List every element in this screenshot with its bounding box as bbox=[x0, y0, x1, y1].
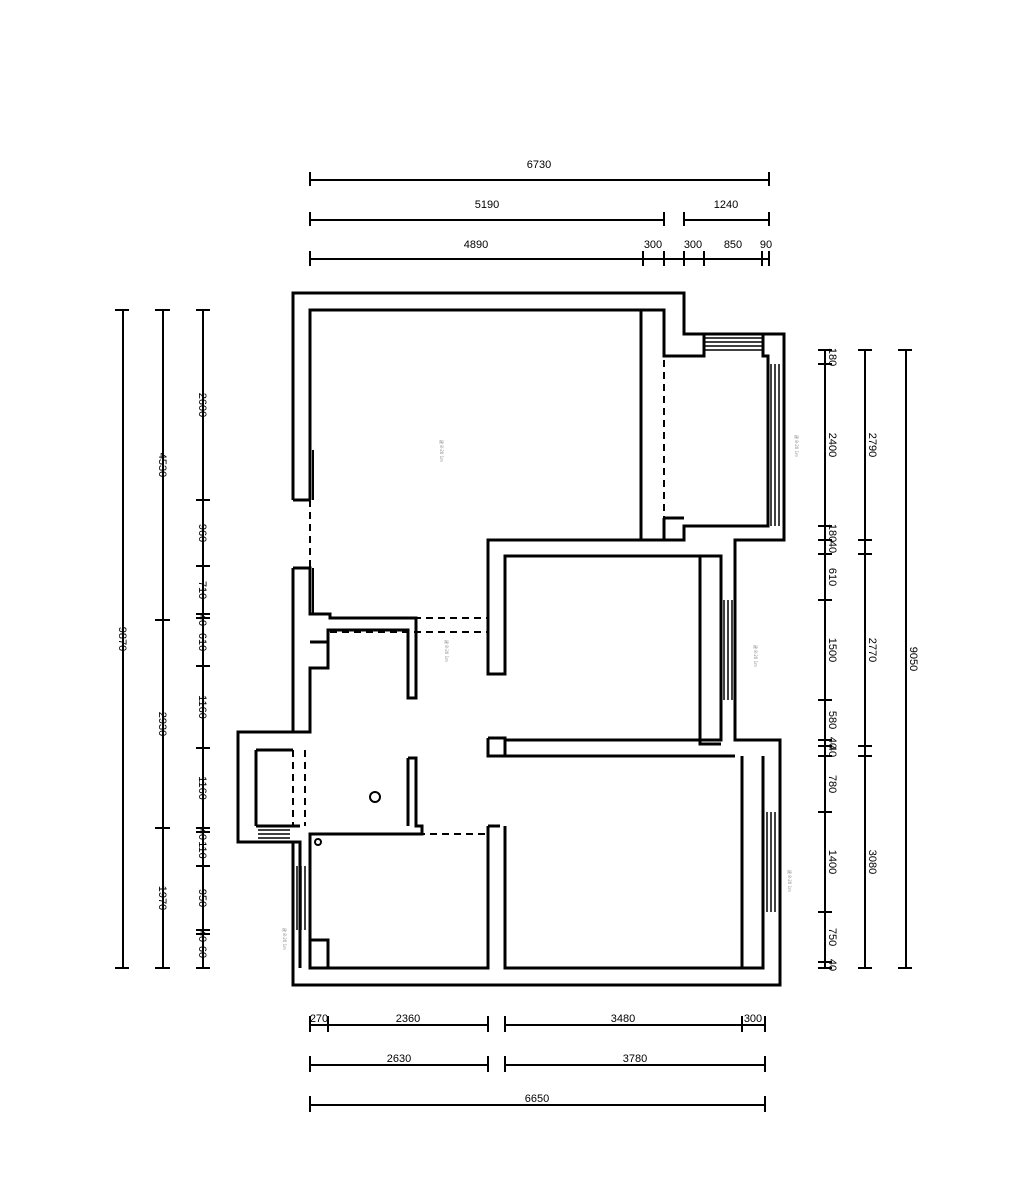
dim-left-total: 9870 bbox=[116, 627, 128, 651]
openings bbox=[292, 330, 743, 965]
note-bedroom-mid: 建 8-20 1m bbox=[753, 645, 759, 667]
dim-left-710: 710 bbox=[196, 581, 208, 599]
dim-left-40b: 40 bbox=[196, 828, 208, 840]
dim-left-upper: 4530 bbox=[156, 453, 168, 477]
dim-bottom-2630: 2630 bbox=[387, 1053, 411, 1065]
dim-bottom-2360: 2360 bbox=[396, 1013, 420, 1025]
note-bedroom-lower: 建 8-20 1m bbox=[787, 870, 793, 892]
dim-top-wall-a: 300 bbox=[644, 239, 662, 251]
note-living: 建 8-20 1m bbox=[439, 440, 445, 462]
note-corridor: 建 8-20 1m bbox=[444, 640, 450, 662]
dim-right-middle: 2770 bbox=[866, 638, 878, 662]
dim-right-total: 9050 bbox=[907, 647, 919, 671]
dim-right-40b: 40 bbox=[826, 737, 838, 749]
dim-left-1160b: 1160 bbox=[196, 776, 208, 800]
walls bbox=[236, 291, 786, 987]
dim-top-edge: 90 bbox=[760, 239, 772, 251]
dim-left-40c: 40 bbox=[196, 930, 208, 942]
bottom-dimensions: 270 2360 3480 300 2630 3780 6650 bbox=[309, 1013, 766, 1112]
dim-left-610: 610 bbox=[196, 633, 208, 651]
window-bedroom-lower bbox=[766, 812, 776, 912]
dim-right-580: 580 bbox=[826, 711, 838, 729]
dim-bottom-3480: 3480 bbox=[611, 1013, 635, 1025]
dim-top-main: 5190 bbox=[475, 199, 499, 211]
dim-right-40a: 40 bbox=[826, 541, 838, 553]
dim-left-lower: 1970 bbox=[156, 886, 168, 910]
dim-top-window: 850 bbox=[724, 239, 742, 251]
dim-left-2600: 2600 bbox=[196, 393, 208, 417]
windows bbox=[258, 337, 780, 930]
note-balcony: 建 8-20 1m bbox=[794, 435, 800, 457]
dim-right-180a: 180 bbox=[826, 348, 838, 366]
dim-bottom-300: 300 bbox=[744, 1013, 762, 1025]
right-dimensions: 180 2400 180 40 610 1500 580 40 40 780 1… bbox=[818, 348, 919, 971]
dim-top-wall-b: 300 bbox=[684, 239, 702, 251]
window-small-bedroom bbox=[296, 866, 306, 930]
annotations: 建 8-20 1m 建 8-20 1m 建 8-20 1m 建 8-20 1m … bbox=[282, 435, 800, 950]
pipe-icon bbox=[314, 838, 322, 846]
floor-drain-icon bbox=[369, 791, 381, 803]
window-bedroom-middle bbox=[723, 600, 733, 700]
dim-right-1400: 1400 bbox=[826, 850, 838, 874]
dim-left-60: 60 bbox=[196, 946, 208, 958]
dim-top-total: 6730 bbox=[527, 159, 551, 171]
left-dimensions: 9870 4530 2930 1970 2600 960 710 40 610 … bbox=[115, 309, 210, 969]
dim-right-180b: 180 bbox=[826, 524, 838, 542]
dim-right-2400: 2400 bbox=[826, 433, 838, 457]
dim-left-960: 960 bbox=[196, 524, 208, 542]
dim-top-balcony: 1240 bbox=[714, 199, 738, 211]
dim-right-40c: 40 bbox=[826, 745, 838, 757]
dim-left-950: 950 bbox=[196, 889, 208, 907]
window-bath-left bbox=[258, 829, 290, 839]
dim-bottom-total: 6650 bbox=[525, 1093, 549, 1105]
dim-right-1500: 1500 bbox=[826, 638, 838, 662]
dim-top-living: 4890 bbox=[464, 239, 488, 251]
dim-right-780: 780 bbox=[826, 775, 838, 793]
dim-right-upper: 2790 bbox=[866, 433, 878, 457]
dim-left-1160a: 1160 bbox=[196, 695, 208, 719]
dim-left-middle: 2930 bbox=[156, 712, 168, 736]
dim-right-40d: 40 bbox=[826, 959, 838, 971]
dim-left-40a: 40 bbox=[196, 614, 208, 626]
fixtures bbox=[314, 791, 381, 846]
top-dimensions: 6730 5190 1240 4890 300 300 850 90 bbox=[309, 159, 772, 266]
window-balcony-top bbox=[704, 337, 763, 351]
dim-bottom-270: 270 bbox=[310, 1013, 328, 1025]
window-balcony-right bbox=[770, 364, 780, 526]
dim-right-610: 610 bbox=[826, 568, 838, 586]
note-small-bedroom: 建 8-20 1m bbox=[282, 928, 288, 950]
dim-right-750: 750 bbox=[826, 928, 838, 946]
dim-bottom-3780: 3780 bbox=[623, 1053, 647, 1065]
dim-left-110: 110 bbox=[196, 841, 208, 859]
dim-right-lower: 3080 bbox=[866, 850, 878, 874]
